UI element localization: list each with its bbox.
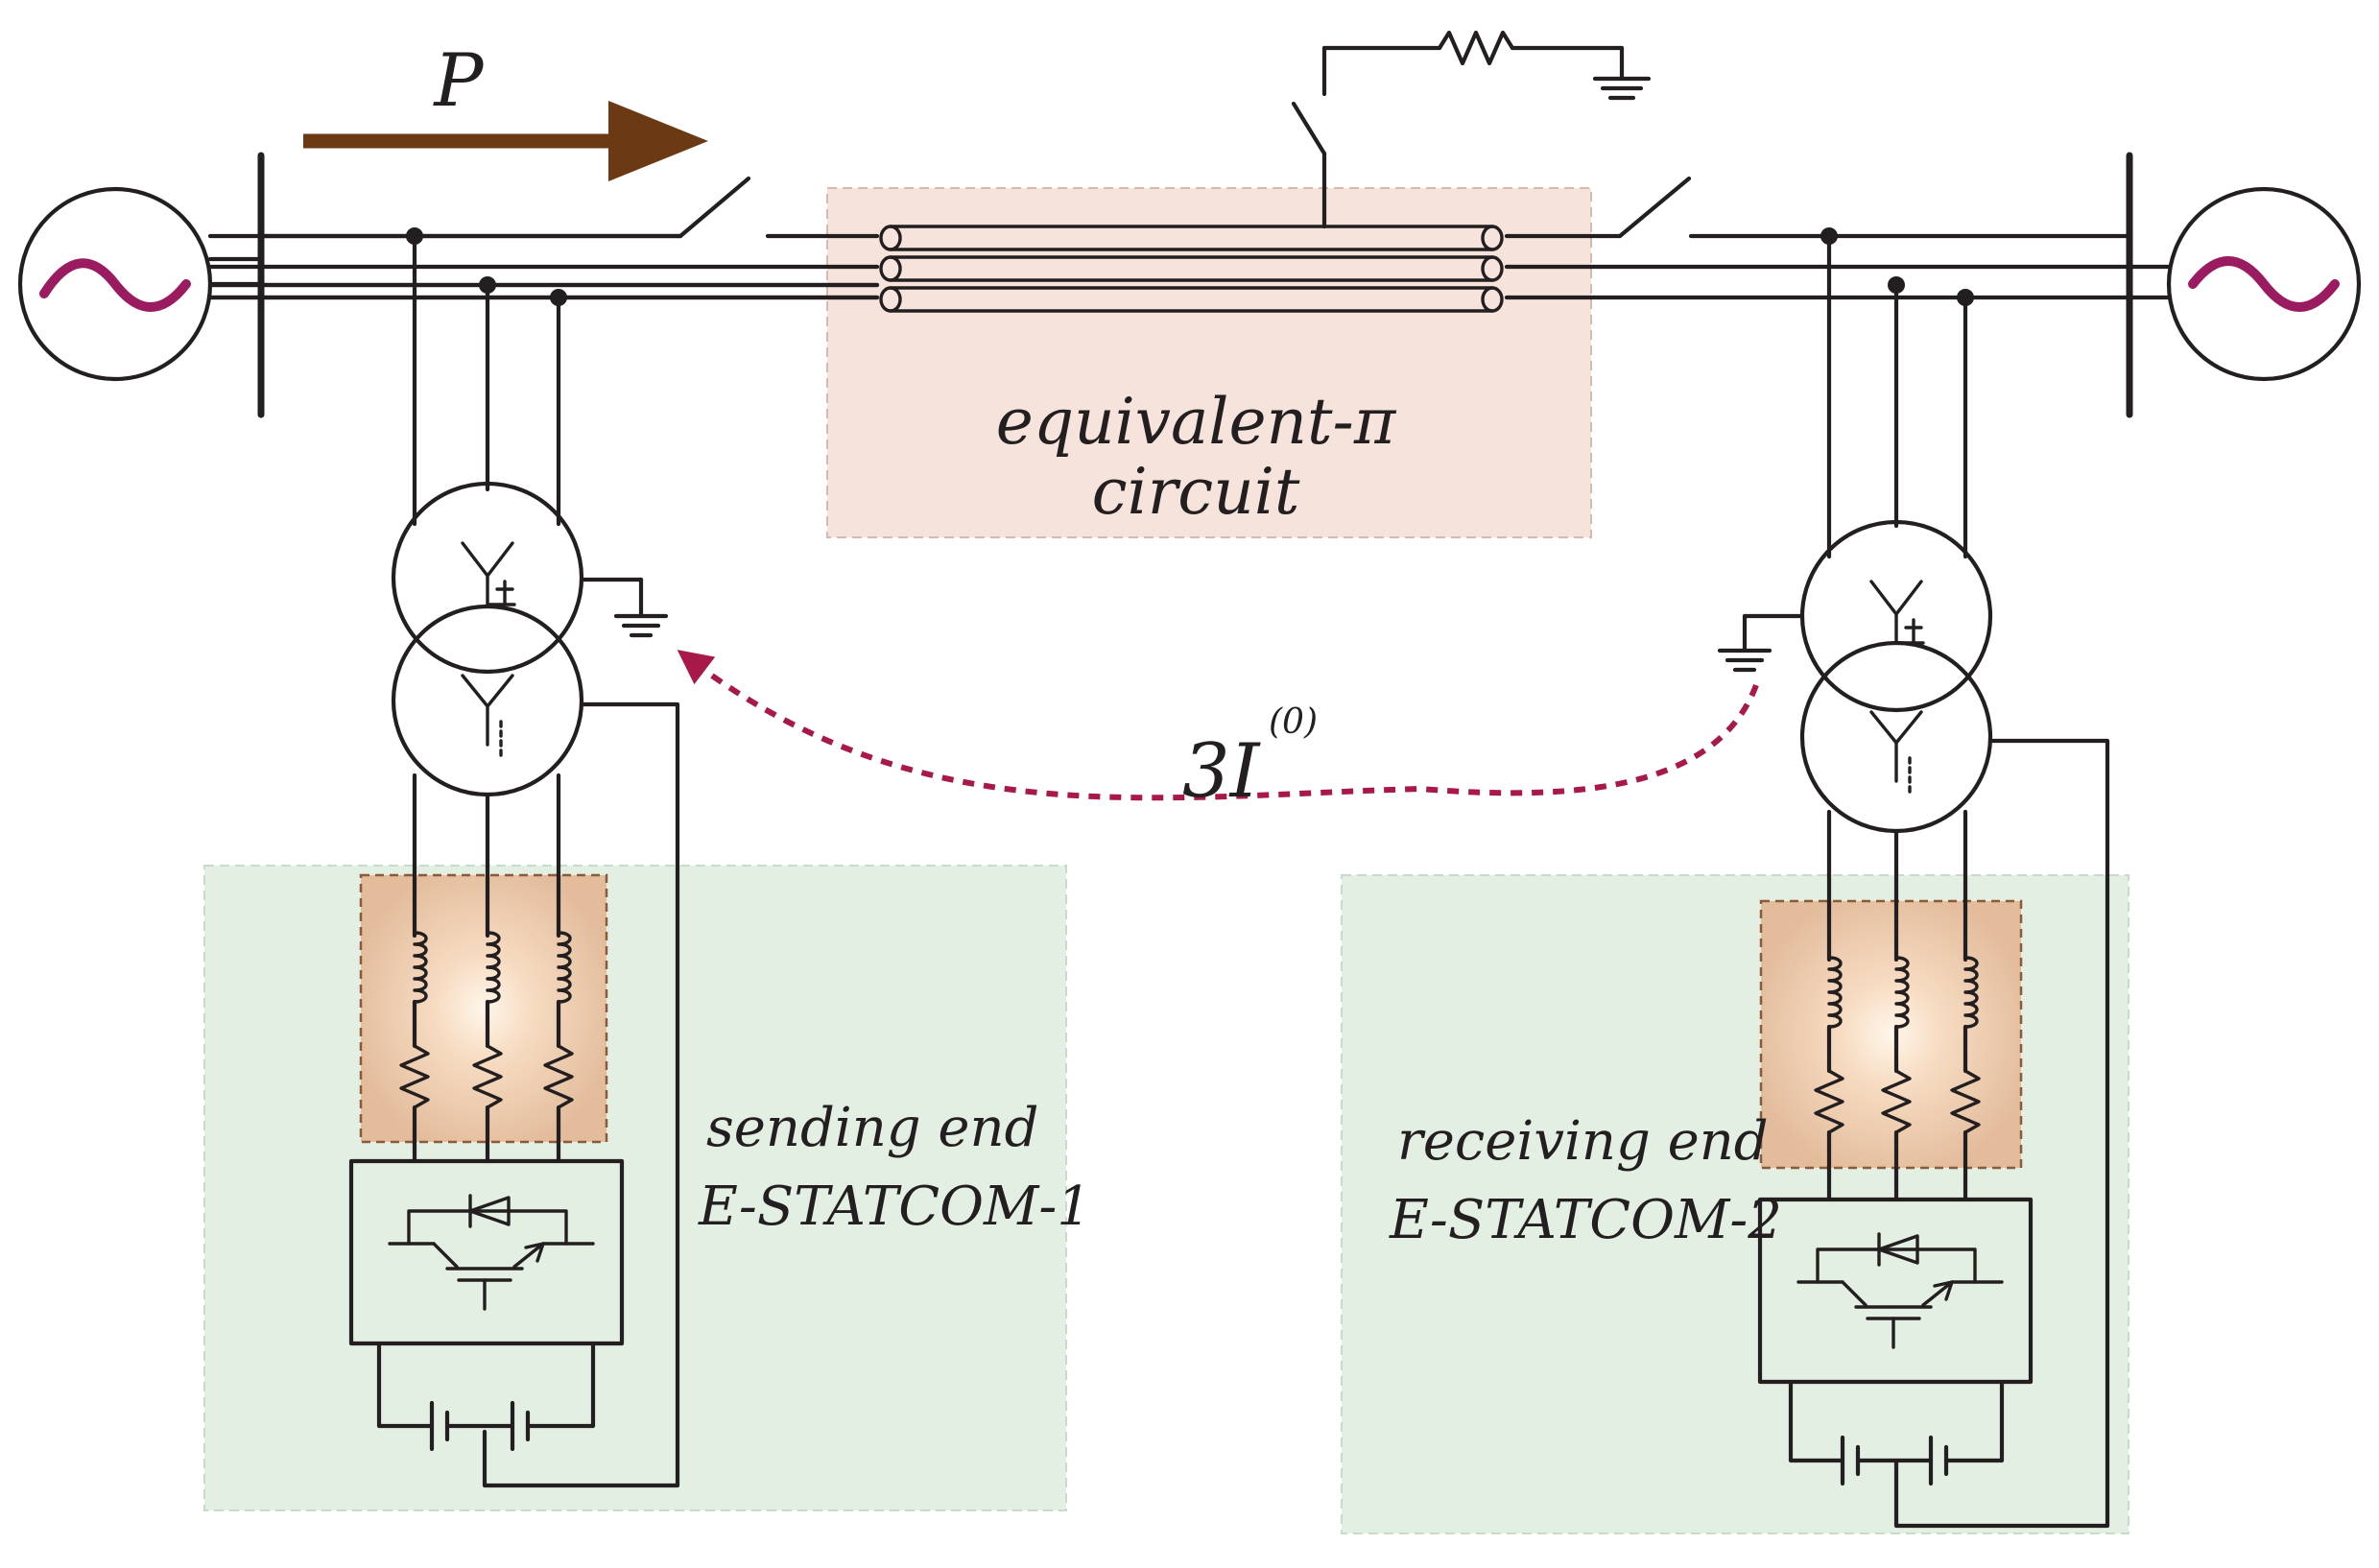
zero-sequence-superscript: (0) (1269, 702, 1318, 742)
sending-converter-box (348, 1158, 625, 1346)
igbt-diode-icon (1796, 1232, 2004, 1349)
fault-branch (1291, 30, 1652, 229)
ground-icon (1592, 76, 1652, 101)
zero-sequence-label: 3I (1182, 728, 1262, 815)
receiving-filter-wiring (1826, 1129, 1968, 1202)
sending-statcom-box (203, 865, 1067, 1511)
ac-source-icon (17, 186, 213, 382)
receiving-filter-box (1759, 899, 2023, 1170)
switch-icon (1617, 176, 1692, 239)
receiving-taps (1820, 227, 1974, 559)
sending-secondary (412, 701, 680, 1488)
ground-icon (579, 577, 669, 638)
ac-source-icon (2166, 186, 2362, 382)
phase-conductors (207, 233, 2172, 300)
battery-icon (1788, 1379, 2005, 1486)
power-flow-arrow (303, 101, 708, 181)
resistor-icon (399, 1044, 574, 1109)
sending-end-label-2: E-STATCOM-1 (698, 1176, 1091, 1238)
wye-transformer-icon (391, 481, 584, 797)
resistor-icon (1437, 30, 1515, 66)
igbt-diode-icon (388, 1194, 595, 1311)
sending-end-label-1: sending end (706, 1097, 1038, 1159)
battery-icon (376, 1341, 596, 1452)
sending-filter-wiring (412, 1105, 561, 1164)
ground-icon (1717, 613, 1805, 673)
zero-sequence-arrow (677, 650, 1759, 801)
wye-transformer-icon (1799, 519, 1993, 834)
power-flow-label: P (432, 37, 485, 123)
receiving-converter-box (1757, 1197, 2034, 1385)
sending-filter-wiring (412, 999, 561, 1049)
receiving-secondary (1826, 738, 2110, 1529)
receiving-end-label-1: receiving end (1397, 1110, 1769, 1173)
transmission-line-cables (879, 225, 1504, 313)
line-model-label-2: circuit (1092, 455, 1300, 529)
receiving-filter-wiring (1826, 1024, 1968, 1074)
inductor-icon (413, 931, 572, 1004)
line-model-label-1: equivalent-π (996, 385, 1397, 459)
receiving-end-label-2: E-STATCOM-2 (1389, 1189, 1782, 1251)
inductor-icon (1827, 956, 1979, 1029)
switch-icon (678, 176, 751, 239)
line-model-box (826, 187, 1592, 538)
sending-taps (406, 227, 567, 527)
resistor-icon (1814, 1069, 1981, 1134)
